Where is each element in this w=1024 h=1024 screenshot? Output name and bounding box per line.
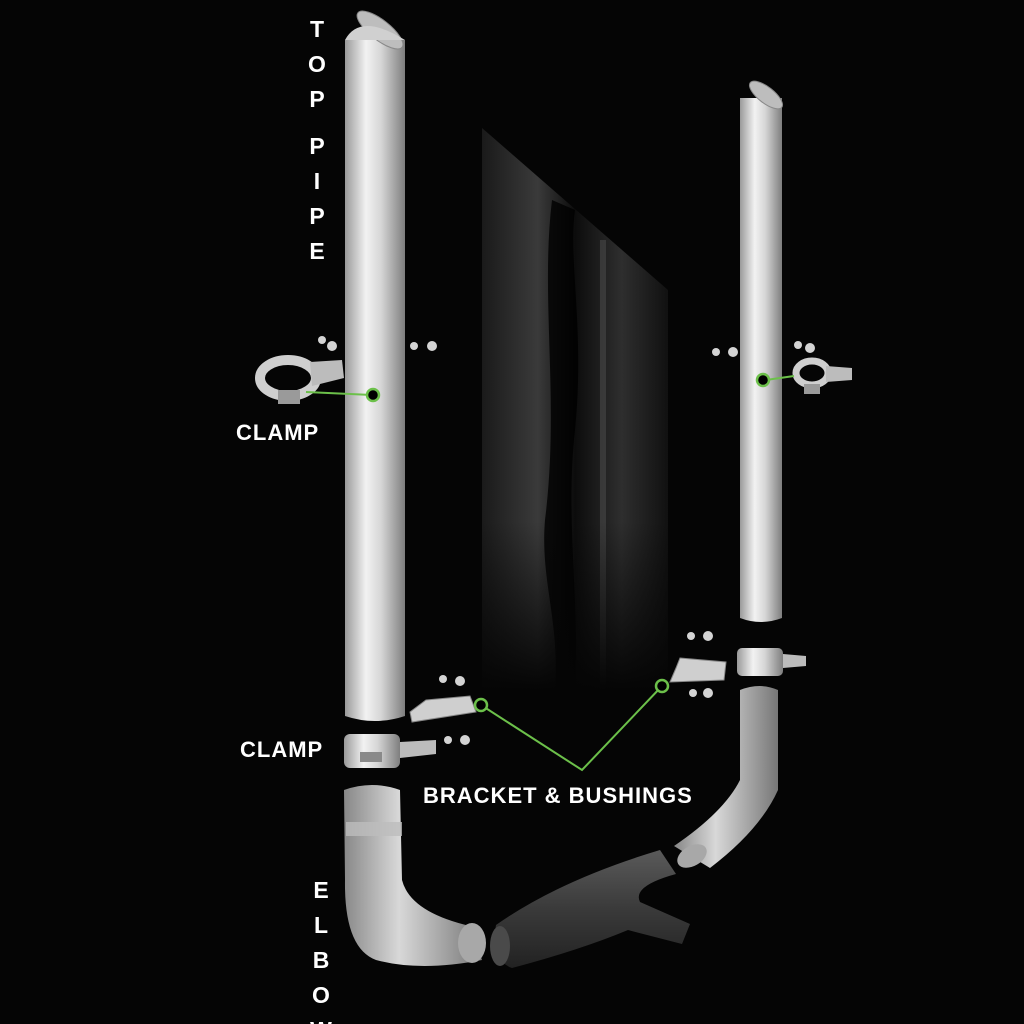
callout-dot-right-bracket: [654, 678, 670, 694]
heat-shield: [482, 128, 668, 690]
right-bracket: [669, 657, 727, 683]
callout-dots: [365, 372, 771, 713]
callout-line-upper-left-clamp: [305, 391, 373, 396]
label-clamp-lower: CLAMP: [240, 737, 324, 762]
callout-lines: [305, 375, 795, 772]
lower-left-clamp: [344, 734, 436, 768]
upper-left-clamp: [255, 355, 344, 404]
lower-right-clamp: [737, 648, 806, 676]
callout-dot-upper-right: [755, 372, 771, 388]
callout-dot-upper-left: [365, 387, 381, 403]
bushings: [318, 336, 815, 745]
left-elbow: [344, 785, 486, 966]
right-top-pipe: [740, 80, 784, 622]
left-top-pipe: [345, 10, 405, 721]
callout-line-bracket: [480, 685, 663, 772]
callout-line-upper-right-clamp: [765, 375, 795, 381]
label-elbow: ELBOW: [310, 877, 332, 1024]
right-elbow: [674, 686, 778, 868]
left-bracket: [409, 695, 477, 723]
label-bracket-bushings: BRACKET & BUSHINGS: [423, 783, 693, 808]
y-pipe: [490, 850, 690, 968]
upper-right-clamp: [792, 357, 852, 394]
label-clamp-upper: CLAMP: [236, 420, 320, 445]
callout-dot-left-bracket: [473, 697, 489, 713]
